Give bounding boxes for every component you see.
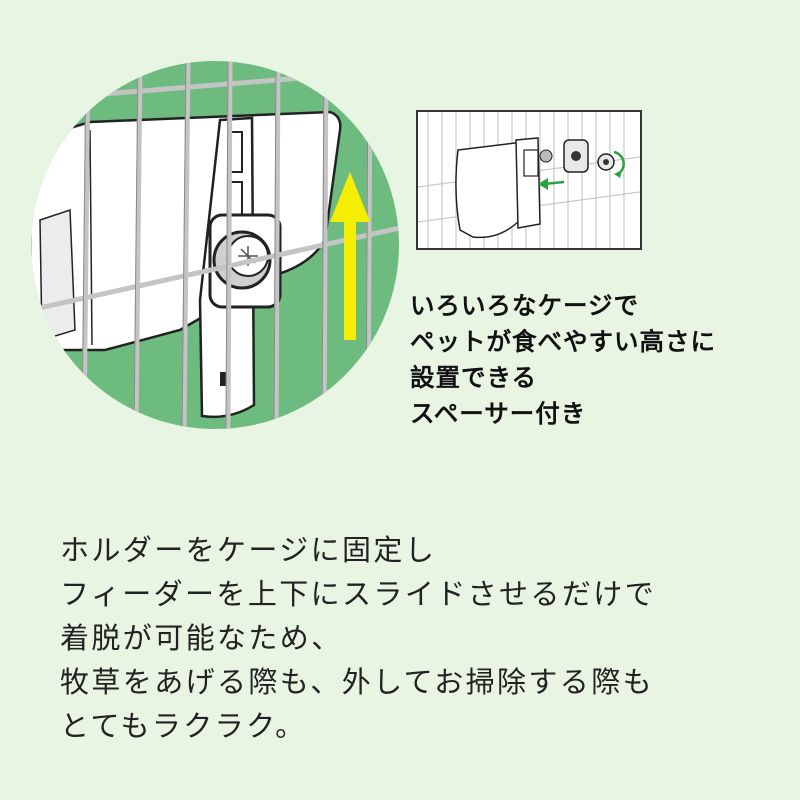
assembly-inset-illustration <box>416 110 642 250</box>
rotate-arrow-icon <box>613 150 625 178</box>
up-arrow-icon <box>330 172 370 340</box>
feature-caption-line: スペーサー付き <box>410 399 587 428</box>
product-description: ホルダーをケージに固定し フィーダーを上下にスライドさせるだけで 着脱が可能なた… <box>60 528 656 748</box>
feature-caption-line: 設置できる <box>410 363 538 392</box>
insert-arrow-icon <box>538 178 565 190</box>
feature-caption-line: いろいろなケージで <box>410 291 640 320</box>
feature-caption-line: ペットが食べやすい高さに <box>410 327 716 356</box>
description-line: とてもラクラク。 <box>60 709 307 743</box>
description-line: 着脱が可能なため、 <box>60 621 343 655</box>
description-line: ホルダーをケージに固定し <box>60 533 437 567</box>
feeder-closeup-illustration <box>30 60 400 430</box>
description-line: 牧草をあげる際も、外してお掃除する際も <box>60 665 654 699</box>
feature-caption: いろいろなケージで ペットが食べやすい高さに 設置できる スペーサー付き <box>410 288 716 432</box>
description-line: フィーダーを上下にスライドさせるだけで <box>60 577 657 611</box>
